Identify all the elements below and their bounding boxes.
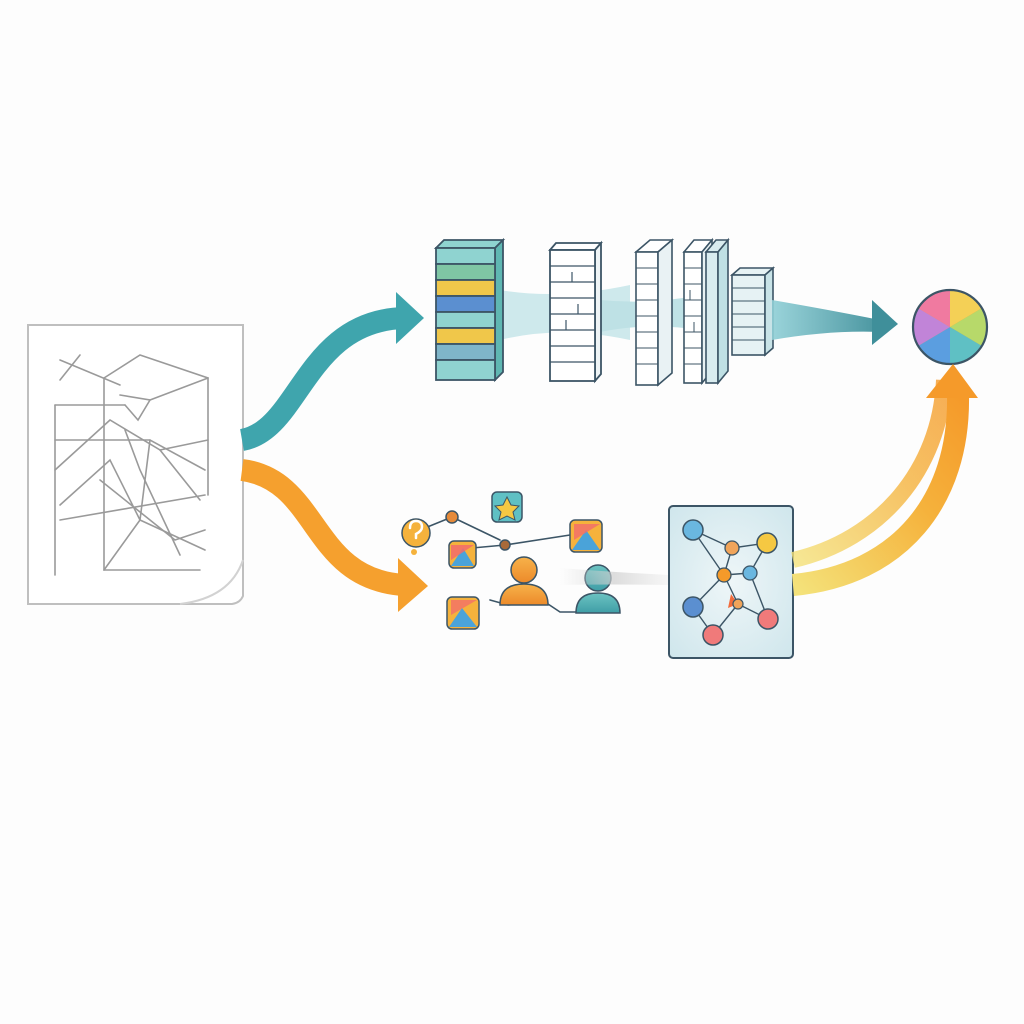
question-icon bbox=[401, 518, 431, 555]
layer-stack-multi bbox=[633, 237, 776, 387]
knowledge-cluster bbox=[401, 491, 621, 630]
orange-arrow-to-cluster bbox=[239, 459, 428, 612]
layer-stack-plain bbox=[548, 240, 603, 384]
image-tile-icon bbox=[448, 540, 477, 569]
star-icon bbox=[491, 491, 523, 523]
image-tile-icon bbox=[446, 596, 480, 630]
teal-arrow-to-stack bbox=[239, 292, 424, 451]
image-tile-icon bbox=[569, 519, 603, 553]
sketch-lines bbox=[54, 354, 209, 576]
source-document bbox=[27, 324, 244, 605]
orange-arrow-to-sphere bbox=[791, 364, 978, 596]
result-sphere bbox=[911, 288, 989, 366]
teal-arrow-to-sphere bbox=[772, 300, 898, 345]
layer-stack-colored bbox=[433, 237, 506, 383]
grey-glow-connector bbox=[560, 568, 668, 585]
network-panel bbox=[668, 505, 794, 659]
person-icon bbox=[499, 556, 549, 606]
